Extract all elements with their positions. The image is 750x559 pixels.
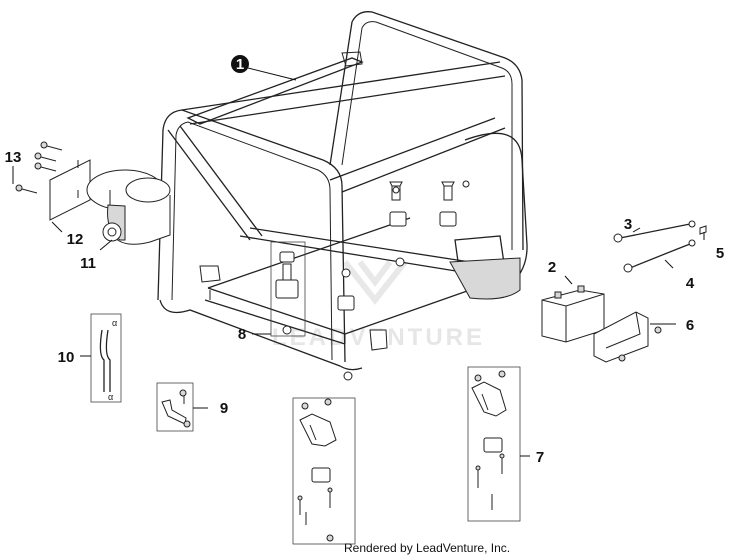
battery-cables xyxy=(613,220,707,273)
callout-7: 7 xyxy=(536,449,544,466)
frame-engine-mounts xyxy=(337,180,470,381)
hose-mark-bottom: α xyxy=(108,392,113,402)
kit-box-right xyxy=(467,366,521,522)
callout-6: 6 xyxy=(686,317,694,334)
callout-4: 4 xyxy=(686,275,695,292)
battery-holder xyxy=(593,311,662,363)
callout-8: 8 xyxy=(238,326,246,343)
svg-text:1: 1 xyxy=(236,56,244,73)
callouts: 1 2 3 4 5 6 7 8 9 10 11 12 13 xyxy=(5,55,724,466)
callout-10: 10 xyxy=(58,349,75,366)
callout-12: 12 xyxy=(67,231,84,248)
frame xyxy=(157,11,528,381)
callout-11: 11 xyxy=(80,255,96,272)
callout-5: 5 xyxy=(716,245,724,262)
kit-box-left xyxy=(292,397,356,545)
bracket-box xyxy=(156,382,194,432)
callout-3: 3 xyxy=(624,216,632,233)
footer-credit: Rendered by LeadVenture, Inc. xyxy=(344,541,511,555)
callout-2: 2 xyxy=(548,259,556,276)
mount-box xyxy=(270,241,306,337)
hose-box: α α xyxy=(90,313,122,403)
mounting-plate xyxy=(49,159,91,221)
callout-9: 9 xyxy=(220,400,228,417)
callout-13: 13 xyxy=(5,149,22,166)
battery xyxy=(541,285,605,343)
top-crossbar xyxy=(186,57,364,125)
screws xyxy=(15,141,63,194)
canister-assembly xyxy=(15,141,171,245)
callout-1: 1 xyxy=(231,55,249,73)
hose-mark-top: α xyxy=(112,318,117,328)
leaders xyxy=(12,67,705,457)
